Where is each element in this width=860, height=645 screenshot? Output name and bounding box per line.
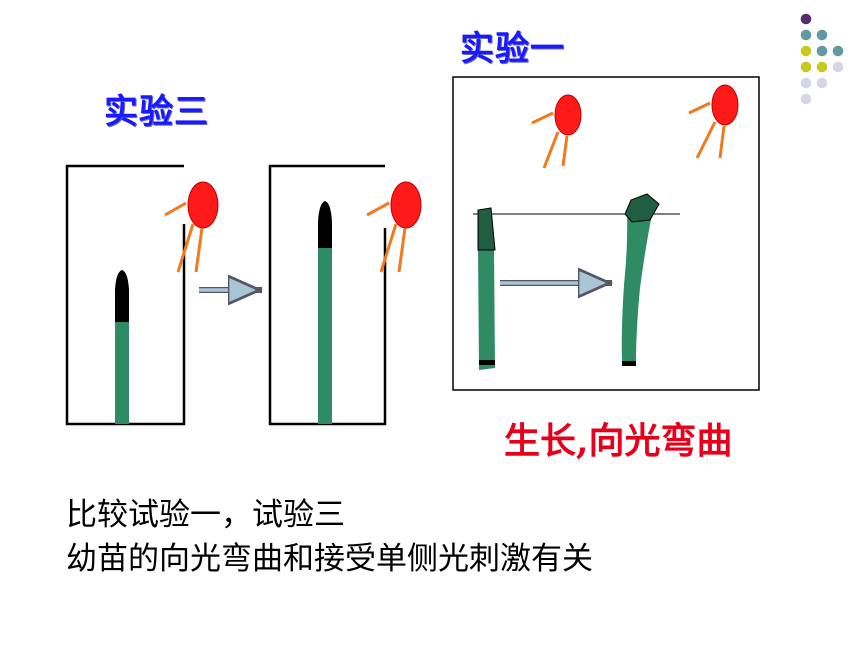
decor-dot <box>816 45 828 57</box>
seedling-base-mark <box>479 360 495 365</box>
decor-dot <box>832 61 844 73</box>
sun-icon <box>187 181 219 229</box>
decor-dot <box>800 45 812 57</box>
exp3-seedling-short <box>115 270 129 424</box>
exp1-frame <box>452 76 760 391</box>
light-ray <box>164 201 187 217</box>
conclusion-line-1: 比较试验一，试验三 <box>66 497 345 533</box>
sun-exp3-b <box>366 181 422 273</box>
decor-dots <box>800 13 844 105</box>
decor-dot <box>800 13 812 25</box>
sun-exp3-a <box>164 181 219 273</box>
seedling-stem <box>115 318 129 424</box>
sun-icon <box>711 84 739 126</box>
light-ray <box>194 227 204 273</box>
seedling-stem <box>318 244 332 424</box>
exp1-seedling-initial <box>477 207 496 370</box>
decor-dot <box>800 93 812 105</box>
sun-icon <box>554 94 582 136</box>
decor-dot <box>800 77 812 89</box>
seedling-base-mark <box>622 361 636 366</box>
light-ray <box>379 223 398 273</box>
exp1-seedling-bent <box>621 193 660 366</box>
experiment-1-result: 生长,向光弯曲 <box>504 420 733 462</box>
experiment-1-title: 实验一 <box>460 29 565 69</box>
light-ray <box>366 201 390 217</box>
exp3-seedling-tall <box>318 201 332 424</box>
decor-dot <box>832 45 844 57</box>
experiment-3-title: 实验三 <box>104 92 209 132</box>
seedling-tip <box>477 207 496 251</box>
seedling-tip <box>624 193 660 223</box>
decor-dot <box>816 77 828 89</box>
light-ray <box>561 135 569 167</box>
seedling-stem <box>621 214 652 362</box>
sun-exp1-left <box>531 94 582 169</box>
conclusion-line-2: 幼苗的向光弯曲和接受单侧光刺激有关 <box>66 541 593 577</box>
seedling-stem <box>478 248 495 370</box>
light-ray <box>718 125 726 159</box>
decor-dot <box>816 29 828 41</box>
light-ray <box>542 131 560 169</box>
seedling-tip <box>115 270 129 322</box>
light-ray <box>688 101 711 115</box>
sun-icon <box>390 181 422 229</box>
exp3-box-after <box>268 164 387 426</box>
exp3-box-before <box>65 164 186 426</box>
seedling-tip <box>318 201 332 248</box>
light-ray <box>531 111 554 125</box>
decor-dot <box>800 29 812 41</box>
light-ray <box>695 121 717 159</box>
light-ray <box>176 223 195 273</box>
decor-dot <box>800 61 812 73</box>
light-ray <box>397 227 407 273</box>
sun-exp1-right <box>688 84 739 159</box>
decor-dot <box>816 61 828 73</box>
